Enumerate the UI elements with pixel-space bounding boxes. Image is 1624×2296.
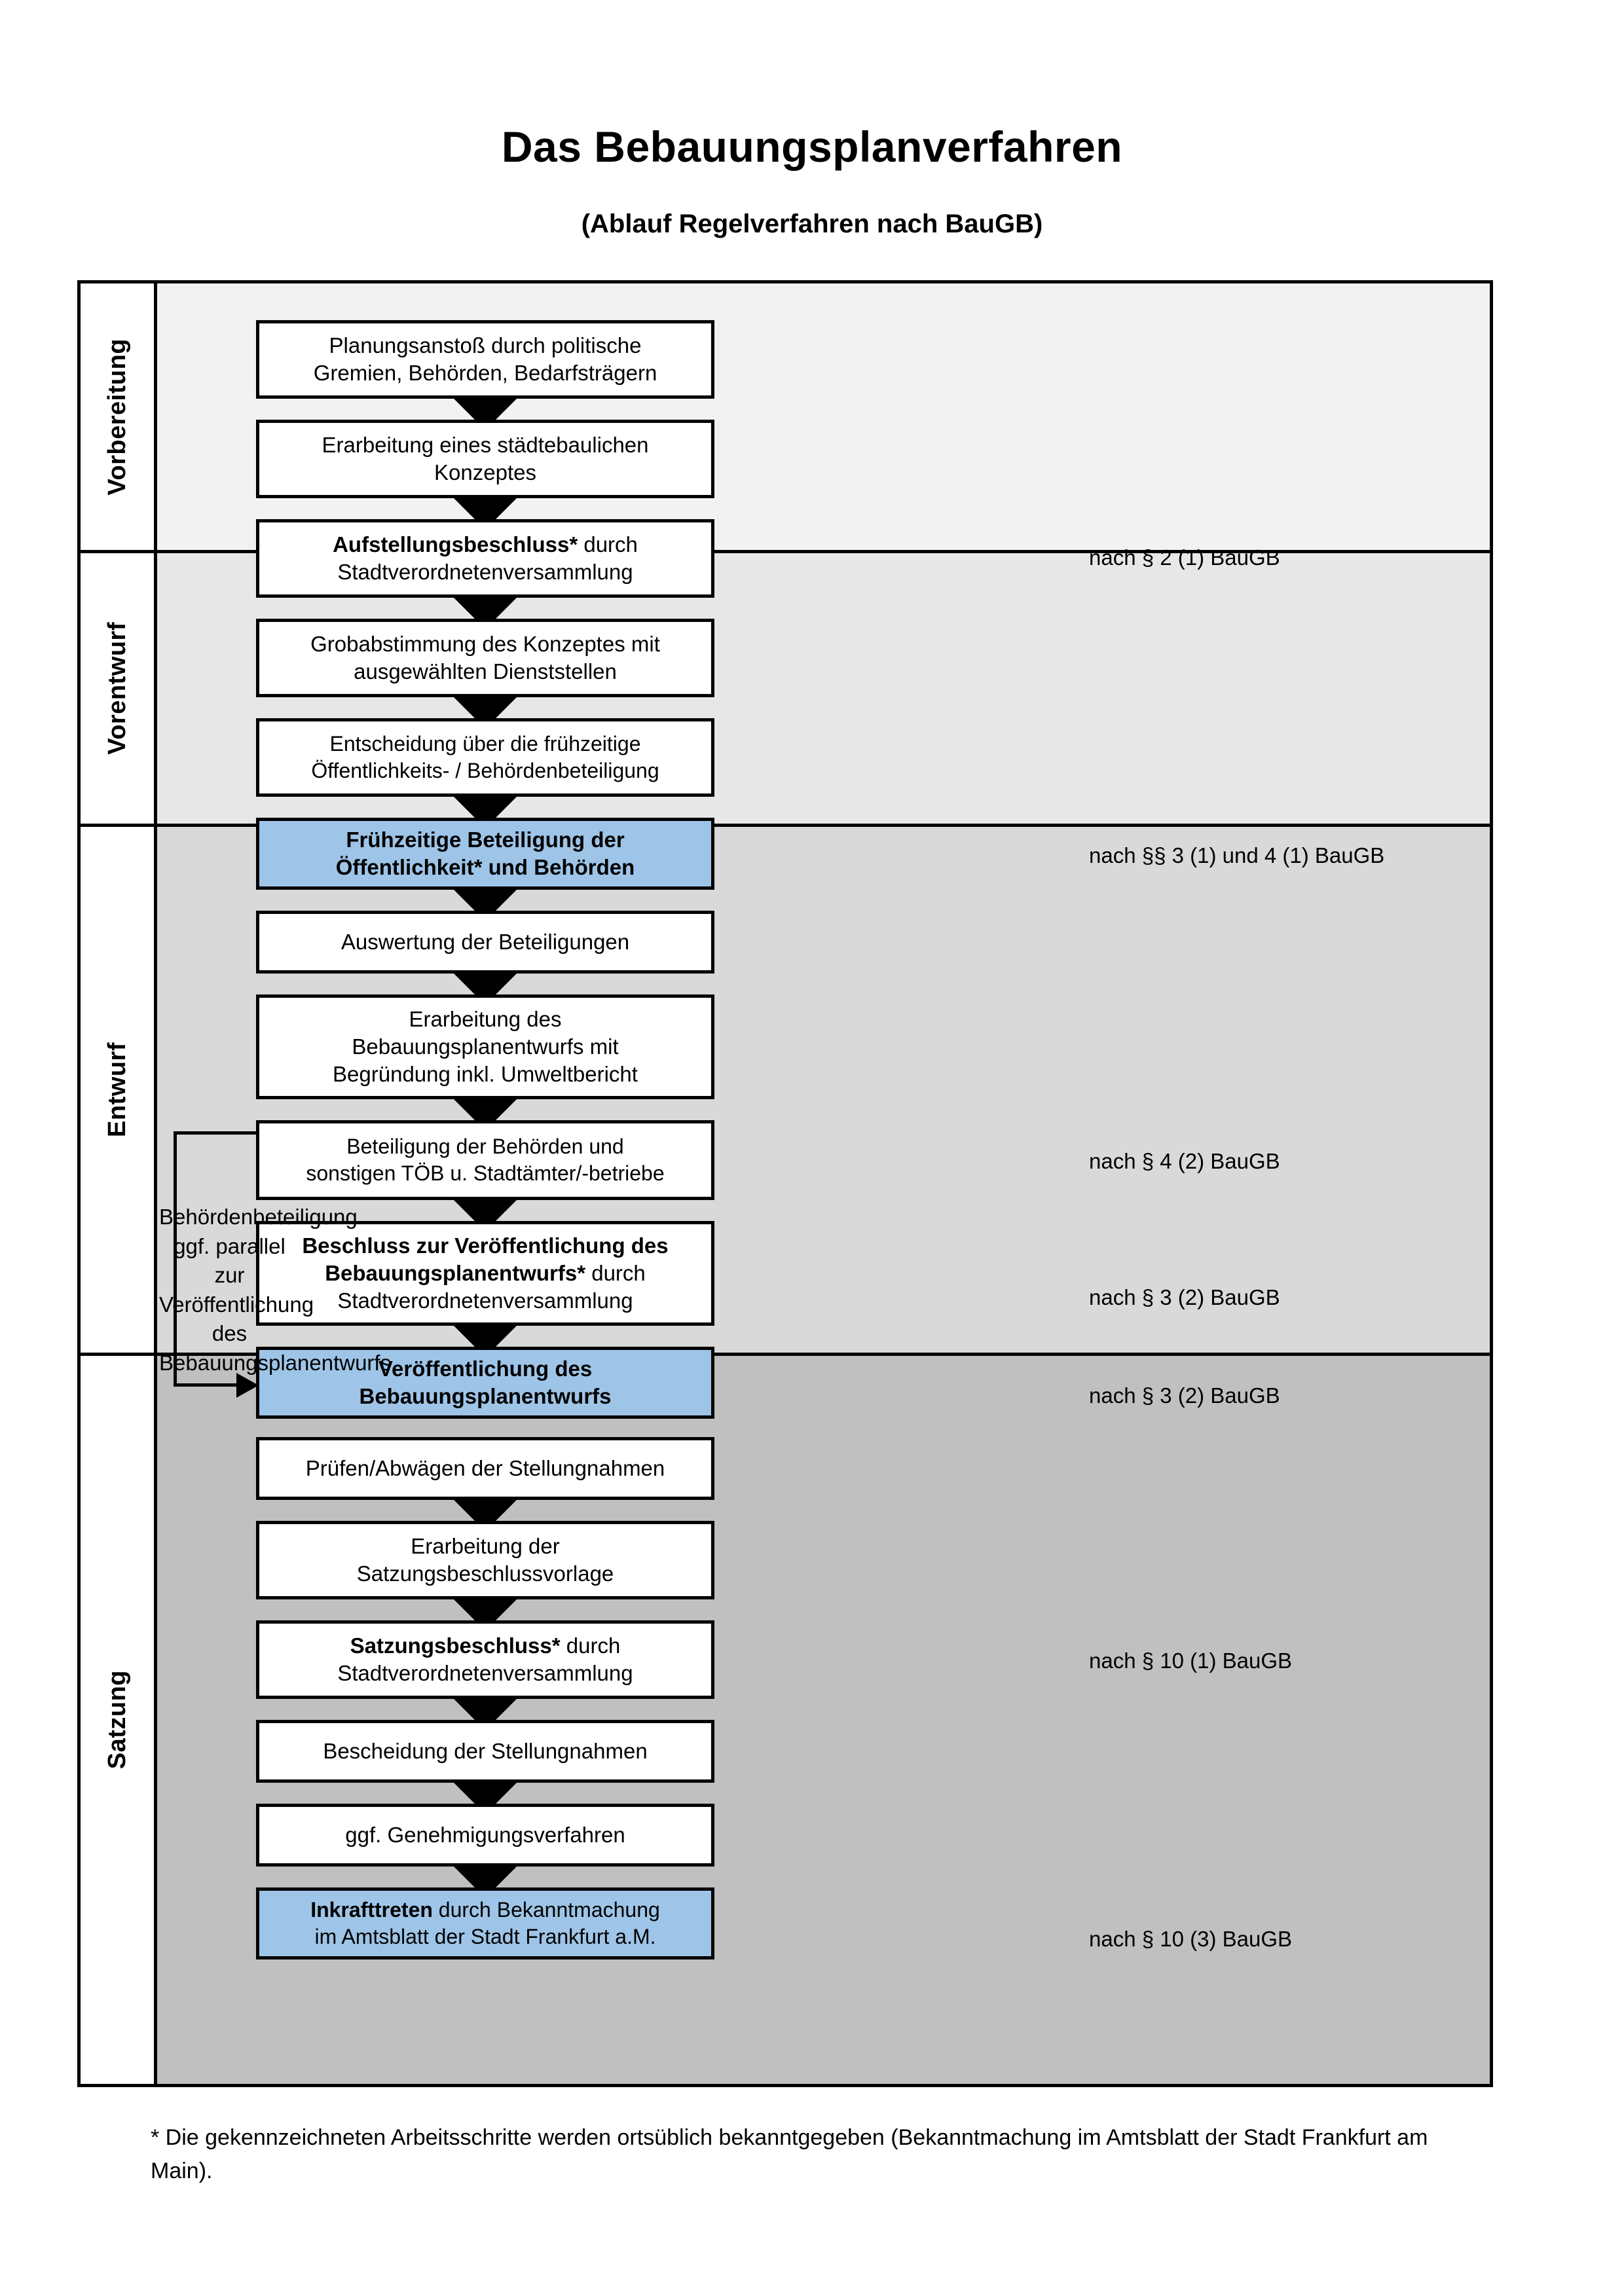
phase-divider-3 — [81, 1353, 1490, 1356]
side-annotation-line: ggf. parallel zur — [174, 1233, 286, 1288]
step-box-staedtebauliches-konzept[interactable]: Erarbeitung eines städtebaulichen Konzep… — [256, 420, 714, 498]
step-line-bold: Beschluss zur Veröffentlichung des — [302, 1233, 669, 1258]
step-box-inkrafttreten[interactable]: Inkrafttreten durch Bekanntmachung im Am… — [256, 1887, 714, 1959]
step-line: Bebauungsplanentwurfs — [359, 1384, 612, 1408]
step-line: ausgewählten Dienststellen — [354, 659, 617, 683]
phase-label-entwurf: Entwurf — [81, 827, 154, 1353]
step-box-pruefen-abwaegen[interactable]: Prüfen/Abwägen der Stellungnahmen — [256, 1437, 714, 1500]
step-line: Stadtverordnetenversammlung — [337, 1288, 633, 1313]
phase-label-vorbereitung: Vorbereitung — [81, 283, 154, 550]
phase-divider-2 — [81, 824, 1490, 827]
step-line: Erarbeitung des — [409, 1006, 562, 1031]
phase-label-satzung: Satzung — [81, 1356, 154, 2084]
step-line: Stadtverordnetenversammlung — [337, 560, 633, 584]
step-line: Bescheidung der Stellungnahmen — [323, 1738, 648, 1763]
step-line: im Amtsblatt der Stadt Frankfurt a.M. — [314, 1925, 656, 1948]
step-line-bold: Aufstellungsbeschluss* — [333, 532, 578, 556]
step-box-auswertung-beteiligungen[interactable]: Auswertung der Beteiligungen — [256, 911, 714, 974]
legal-note-par10-1: nach § 10 (1) BauGB — [1089, 1649, 1293, 1673]
step-line-rest: durch — [578, 532, 638, 556]
step-line: Planungsanstoß durch politische — [329, 333, 642, 357]
step-line: Stadtverordnetenversammlung — [337, 1661, 633, 1685]
side-annotation-line: Behördenbeteiligung — [159, 1205, 358, 1229]
step-box-fruehzeitige-beteiligung[interactable]: Frühzeitige Beteiligung der Öffentlichke… — [256, 818, 714, 890]
loop-connector-arrowhead — [236, 1373, 259, 1398]
step-line: ggf. Genehmigungsverfahren — [345, 1822, 625, 1847]
step-box-erarbeitung-bplanentwurf[interactable]: Erarbeitung des Bebauungsplanentwurfs mi… — [256, 994, 714, 1099]
phase-label-text: Vorentwurf — [103, 622, 131, 755]
step-line: sonstigen TÖB u. Stadtämter/-betriebe — [306, 1161, 665, 1185]
phase-label-text: Entwurf — [103, 1042, 131, 1137]
legal-note-par2-1: nach § 2 (1) BauGB — [1089, 545, 1280, 570]
legal-note-par4-2: nach § 4 (2) BauGB — [1089, 1149, 1280, 1173]
step-box-entscheidung-fruehzeitige[interactable]: Entscheidung über die frühzeitige Öffent… — [256, 718, 714, 797]
step-line: Beteiligung der Behörden und — [346, 1135, 624, 1159]
step-box-genehmigungsverfahren[interactable]: ggf. Genehmigungsverfahren — [256, 1804, 714, 1867]
step-line: Öffentlichkeit* und Behörden — [335, 855, 635, 879]
loop-connector-bottom — [174, 1383, 239, 1387]
step-box-erarbeitung-satzungsvorlage[interactable]: Erarbeitung der Satzungsbeschlussvorlage — [256, 1521, 714, 1599]
phase-label-text: Satzung — [103, 1670, 131, 1770]
side-annotation-behoerdenbeteiligung: Behördenbeteiligung ggf. parallel zur Ve… — [159, 1203, 391, 1377]
step-box-grobabstimmung[interactable]: Grobabstimmung des Konzeptes mit ausgewä… — [256, 619, 714, 697]
legal-note-par3-2-a: nach § 3 (2) BauGB — [1089, 1285, 1280, 1309]
step-box-planungsanstoss[interactable]: Planungsanstoß durch politische Gremien,… — [256, 320, 714, 399]
step-line: Frühzeitige Beteiligung der — [346, 827, 625, 852]
footnote-text: * Die gekennzeichneten Arbeitsschritte w… — [151, 2125, 1428, 2183]
step-line: Begründung inkl. Umweltbericht — [333, 1062, 638, 1087]
step-box-beschluss-veroeffentlichung[interactable]: Beschluss zur Veröffentlichung des Bebau… — [256, 1221, 714, 1326]
phase-divider-1 — [81, 550, 1490, 553]
flowchart-frame: Vorbereitung Vorentwurf Entwurf Satzung … — [77, 280, 1493, 2087]
step-line: Bebauungsplanentwurfs mit — [352, 1034, 619, 1059]
phase-label-text: Vorbereitung — [103, 338, 131, 496]
page-subtitle: (Ablauf Regelverfahren nach BauGB) — [581, 210, 1043, 238]
step-line: Öffentlichkeits- / Behördenbeteiligung — [311, 759, 659, 782]
step-box-satzungsbeschluss[interactable]: Satzungsbeschluss* durch Stadtverordnete… — [256, 1620, 714, 1699]
step-line-bold: Satzungsbeschluss* — [350, 1633, 561, 1658]
loop-connector-left — [174, 1131, 177, 1387]
step-line: Erarbeitung eines städtebaulichen — [322, 432, 649, 457]
legal-note-par3-2-b: nach § 3 (2) BauGB — [1089, 1383, 1280, 1408]
step-line-bold: Bebauungsplanentwurfs* — [325, 1260, 586, 1285]
step-line: Satzungsbeschlussvorlage — [356, 1561, 614, 1586]
step-box-bescheidung-stellungnahmen[interactable]: Bescheidung der Stellungnahmen — [256, 1720, 714, 1783]
step-line: Entscheidung über die frühzeitige — [329, 732, 641, 756]
step-line: Auswertung der Beteiligungen — [341, 929, 630, 954]
step-line: Gremien, Behörden, Bedarfsträgern — [313, 361, 657, 385]
step-line: Grobabstimmung des Konzeptes mit — [310, 631, 660, 656]
step-box-aufstellungsbeschluss[interactable]: Aufstellungsbeschluss* durch Stadtverord… — [256, 519, 714, 598]
step-line-bold: Inkrafttreten — [310, 1898, 433, 1922]
step-line: Prüfen/Abwägen der Stellungnahmen — [305, 1455, 665, 1480]
label-column-divider — [154, 283, 157, 2084]
step-line: Erarbeitung der — [411, 1533, 560, 1558]
step-box-beteiligung-behoerden-toeb[interactable]: Beteiligung der Behörden und sonstigen T… — [256, 1120, 714, 1200]
side-annotation-line: Bebauungsplanentwurfs — [159, 1350, 392, 1375]
legal-note-par10-3: nach § 10 (3) BauGB — [1089, 1927, 1293, 1951]
step-line: Veröffentlichung des — [378, 1356, 593, 1381]
step-line: Konzeptes — [434, 460, 536, 484]
side-annotation-line: Veröffentlichung des — [159, 1292, 314, 1346]
legal-note-par3-4-1: nach §§ 3 (1) und 4 (1) BauGB — [1089, 843, 1385, 867]
loop-connector-top — [174, 1131, 259, 1135]
page-title: Das Bebauungsplanverfahren — [501, 122, 1123, 171]
step-box-veroeffentlichung-bplanentwurf[interactable]: Veröffentlichung des Bebauungsplanentwur… — [256, 1347, 714, 1419]
phase-label-vorentwurf: Vorentwurf — [81, 553, 154, 824]
